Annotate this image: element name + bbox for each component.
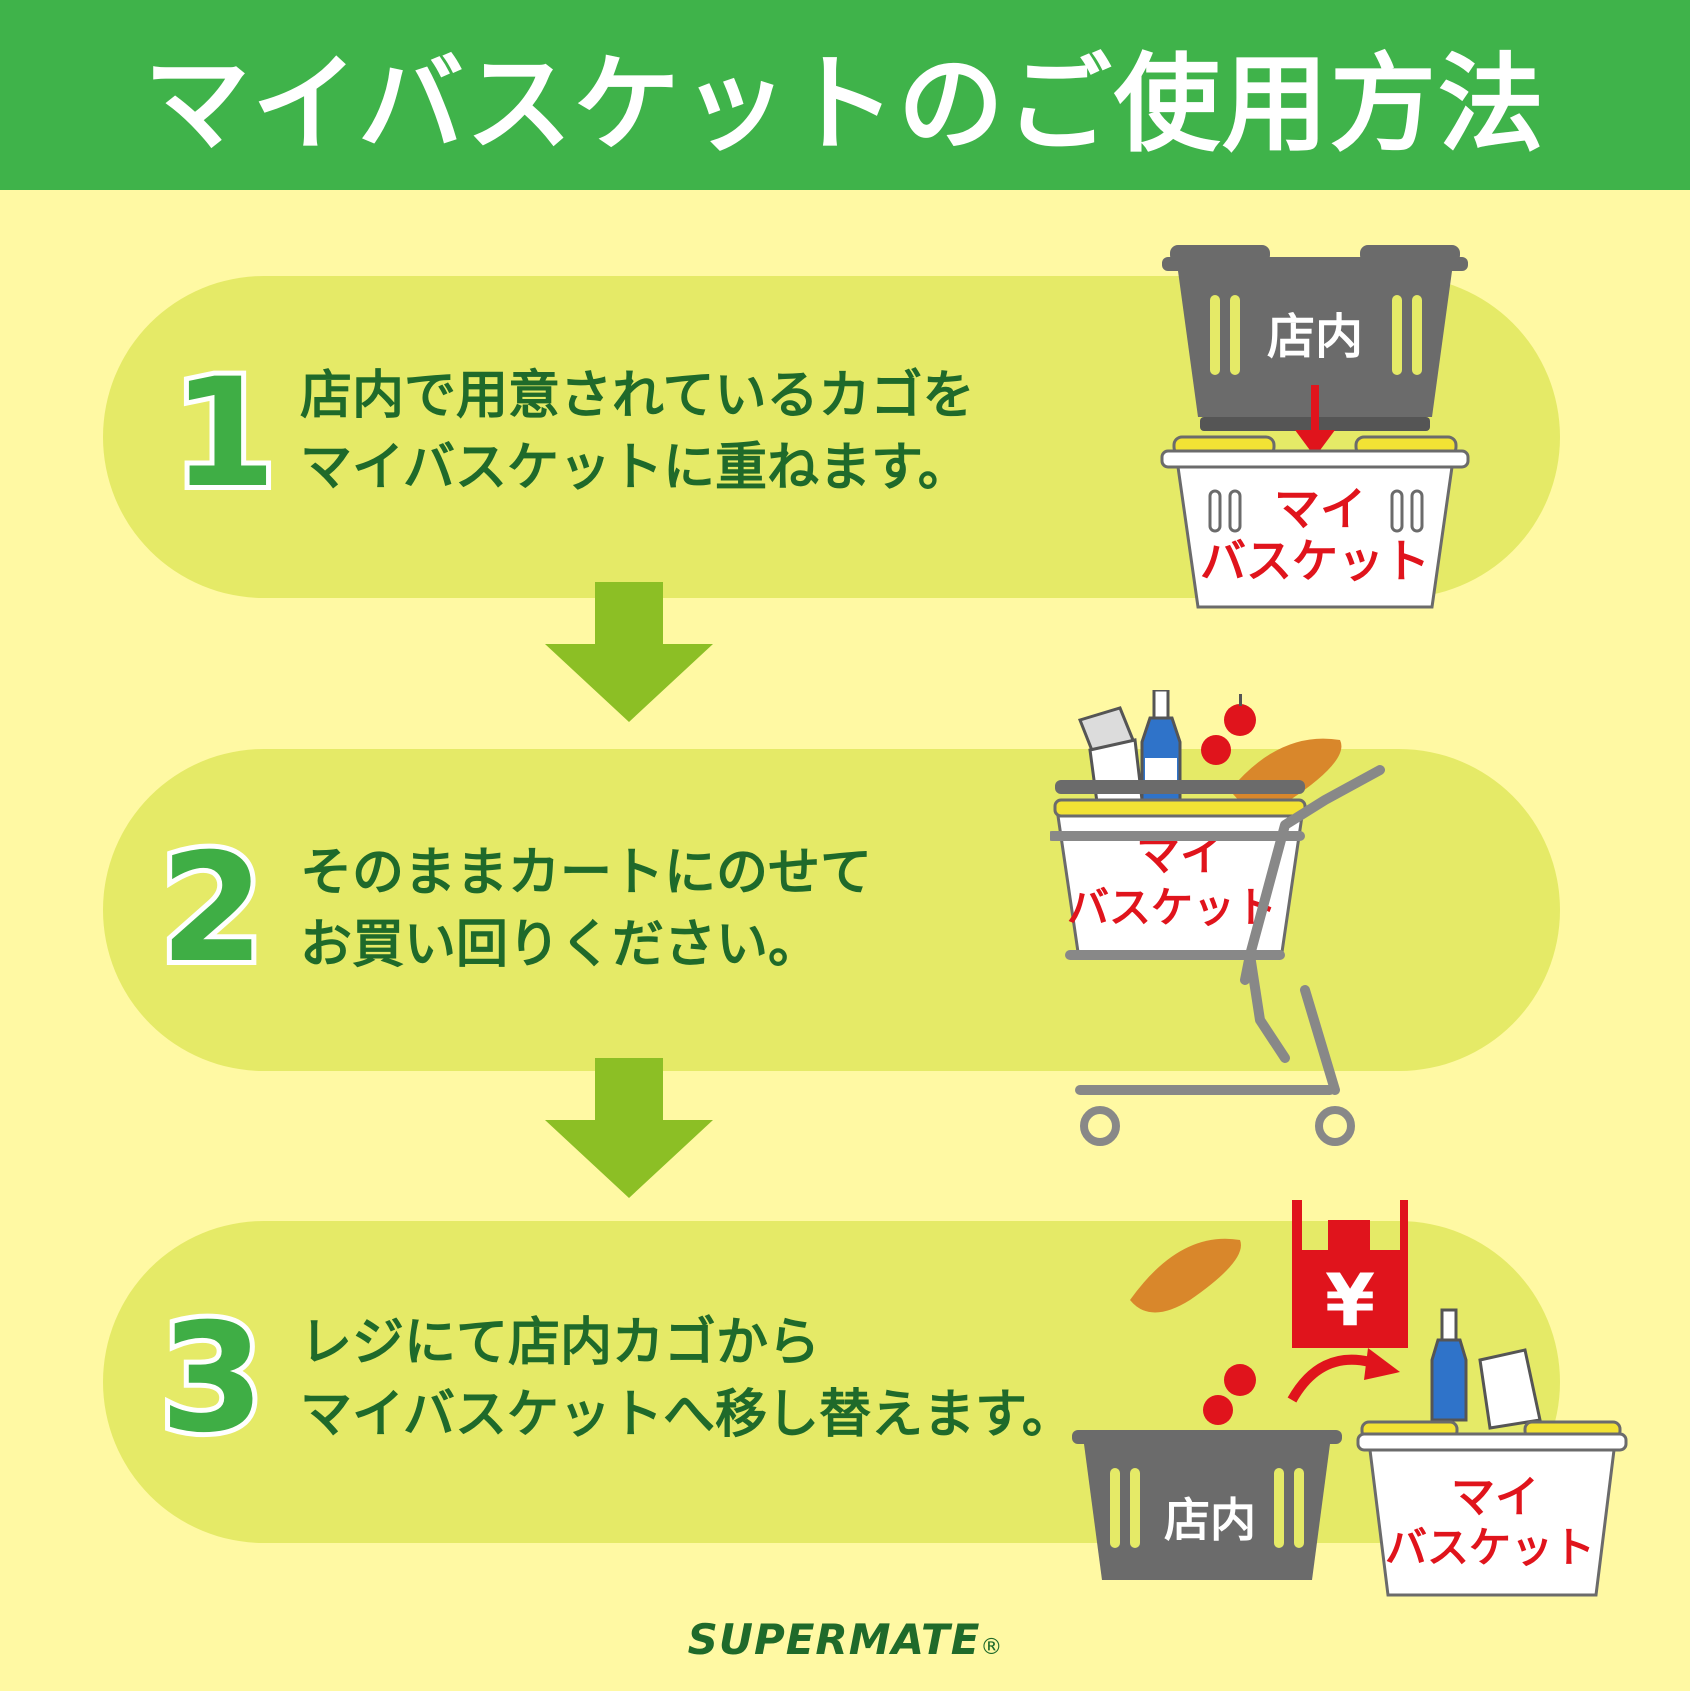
step-2-text: そのままカートにのせて お買い回りください。: [300, 838, 872, 982]
yen-bag-icon: ¥: [1292, 1200, 1408, 1348]
registered-mark: ®: [980, 1635, 1003, 1660]
my-basket-label-2: バスケット: [1200, 534, 1430, 588]
cart-illustration: マイ バスケット: [1050, 690, 1385, 1146]
my-basket-icon: マイ バスケット: [1160, 435, 1470, 609]
brand-name: SUPERMATE: [687, 1615, 981, 1664]
cart-wheel-icon: [1080, 1106, 1120, 1146]
store-basket-label: 店内: [1164, 1493, 1256, 1547]
red-down-arrow-icon: [1295, 385, 1335, 457]
my-basket-label-2: バスケット: [1067, 883, 1277, 932]
step-3-line-2: マイバスケットへ移し替えます。: [300, 1384, 1074, 1445]
basket-stacking-illustration: 店内 マイ バスケット: [1160, 245, 1470, 609]
step-2-number: 2: [155, 822, 269, 996]
my-basket-icon: マイ バスケット: [1053, 780, 1307, 954]
step-2-line-2: お買い回りください。: [300, 914, 821, 975]
cart-wheel-icon: [1315, 1106, 1355, 1146]
step-1-number: 1: [167, 347, 281, 521]
my-basket-label-1: マイ: [1451, 1472, 1539, 1523]
my-basket-label-2: バスケット: [1385, 1523, 1595, 1572]
step-3-number: 3: [155, 1292, 269, 1466]
down-arrow-icon: [545, 1058, 713, 1198]
step-1-line-2: マイバスケットに重ねます。: [300, 437, 970, 498]
red-transfer-arrow-icon: [1287, 1348, 1400, 1403]
store-basket-label: 店内: [1267, 309, 1363, 365]
store-basket-icon: 店内: [1072, 1430, 1342, 1580]
store-basket-icon: 店内: [1162, 245, 1468, 431]
header-bar: マイバスケットのご使用方法: [0, 0, 1690, 190]
step-1-line-1: 店内で用意されているカゴを: [300, 366, 975, 426]
step-1-text: 店内で用意されているカゴを マイバスケットに重ねます。: [300, 361, 974, 505]
yen-label: ¥: [1325, 1258, 1375, 1342]
my-basket-icon: マイ バスケット: [1356, 1420, 1628, 1597]
page-title: マイバスケットのご使用方法: [144, 43, 1546, 166]
step-2-line-1: そのままカートにのせて: [300, 843, 873, 903]
groceries-icon: [1430, 1308, 1542, 1430]
my-basket-label-1: マイ: [1274, 482, 1366, 536]
brand-logo: SUPERMATE®: [0, 1615, 1690, 1664]
down-arrow-icon: [545, 582, 713, 722]
step-3-line-1: レジにて店内カゴから: [300, 1313, 821, 1373]
checkout-transfer-illustration: ¥ 店内: [1072, 1200, 1628, 1597]
step-3-text: レジにて店内カゴから マイバスケットへ移し替えます。: [300, 1308, 1074, 1452]
shopping-cart-icon: [1050, 765, 1385, 1095]
groceries-icon: [1130, 1238, 1256, 1425]
